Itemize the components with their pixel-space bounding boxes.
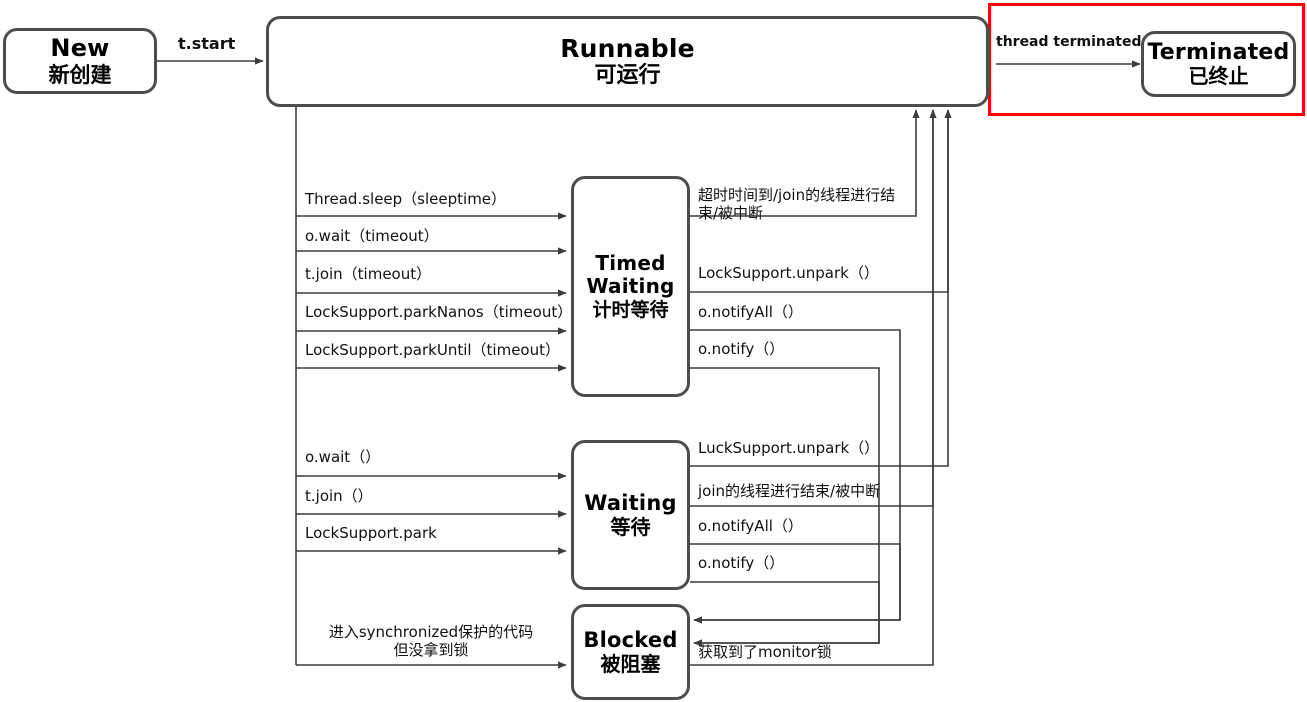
edge-waiting-unpark-to-runnable xyxy=(690,109,952,467)
edge-blocked-to-runnable xyxy=(690,110,934,666)
edge-label-thread-sleep: Thread.sleep（sleeptime） xyxy=(305,190,507,208)
edge-label-locksupport-unpark: LockSupport.unpark（） xyxy=(698,264,879,282)
state-terminated-label-cn: 已终止 xyxy=(1188,64,1249,89)
edge-timed-waiting-notifyall-to-blocked xyxy=(690,329,901,624)
state-timed-waiting-label-en-line1: Timed xyxy=(595,251,666,276)
state-new-label-cn: 新创建 xyxy=(48,62,112,87)
state-box-terminated[interactable]: Terminated 已终止 xyxy=(1141,31,1296,97)
edge-label-lucksupport-unpark: LuckSupport.unpark（） xyxy=(698,439,880,457)
edge-label-acquired-monitor-lock: 获取到了monitor锁 xyxy=(698,643,832,661)
edge-label-o-wait-timeout: o.wait（timeout） xyxy=(305,227,439,245)
state-terminated-label-en: Terminated xyxy=(1147,39,1290,65)
edge-label-thread-terminated: thread terminated xyxy=(996,34,1142,50)
edge-label-parknanos: LockSupport.parkNanos（timeout） xyxy=(305,303,573,321)
edge-label-timed-notify: o.notify（） xyxy=(698,340,785,358)
edge-timed-waiting-timeout-to-runnable xyxy=(690,109,920,217)
state-box-waiting[interactable]: Waiting 等待 xyxy=(571,440,690,590)
state-waiting-label-en: Waiting xyxy=(584,491,677,516)
edge-label-t-join-timeout: t.join（timeout） xyxy=(305,265,432,283)
edge-label-waiting-notify: o.notify（） xyxy=(698,554,785,572)
edge-label-waiting-notifyall: o.notifyAll（） xyxy=(698,517,803,535)
state-box-blocked[interactable]: Blocked 被阻塞 xyxy=(571,604,690,700)
terminated-highlight-box xyxy=(988,3,1305,116)
state-runnable-label-en: Runnable xyxy=(560,34,695,64)
edge-label-timed-notifyall: o.notifyAll（） xyxy=(698,303,803,321)
state-new-label-en: New xyxy=(50,33,110,62)
edge-label-enter-synchronized: 进入synchronized保护的代码 但没拿到锁 xyxy=(306,623,556,660)
state-box-new[interactable]: New 新创建 xyxy=(3,28,157,94)
edge-label-enter-synchronized-line1: 进入synchronized保护的代码 xyxy=(328,623,534,641)
edge-label-o-wait: o.wait（） xyxy=(305,448,381,466)
edge-label-t-join: t.join（） xyxy=(305,487,373,505)
edge-waiting-notify-to-blocked xyxy=(690,581,880,647)
edge-label-t-start: t.start xyxy=(178,34,236,53)
edge-label-timed-waiting-timeout: 超时时间到/join的线程进行结束/被中断 xyxy=(698,186,896,223)
edge-label-locksupport-park: LockSupport.park xyxy=(305,524,437,542)
state-blocked-label-cn: 被阻塞 xyxy=(600,651,661,676)
state-timed-waiting-label-cn: 计时等待 xyxy=(592,298,669,321)
edge-label-enter-synchronized-line2: 但没拿到锁 xyxy=(393,641,469,660)
state-waiting-label-cn: 等待 xyxy=(610,514,651,539)
state-box-runnable[interactable]: Runnable 可运行 xyxy=(266,16,989,107)
state-runnable-label-cn: 可运行 xyxy=(594,63,661,89)
state-blocked-label-en: Blocked xyxy=(583,628,678,653)
state-box-timed-waiting[interactable]: Timed Waiting 计时等待 xyxy=(571,176,690,397)
edge-label-parkuntil: LockSupport.parkUntil（timeout） xyxy=(305,341,560,359)
edge-label-join-finished: join的线程进行结束/被中断 xyxy=(698,482,881,500)
edge-waiting-notifyall-to-blocked xyxy=(690,543,901,624)
state-timed-waiting-label-en-line2: Waiting xyxy=(586,274,675,299)
